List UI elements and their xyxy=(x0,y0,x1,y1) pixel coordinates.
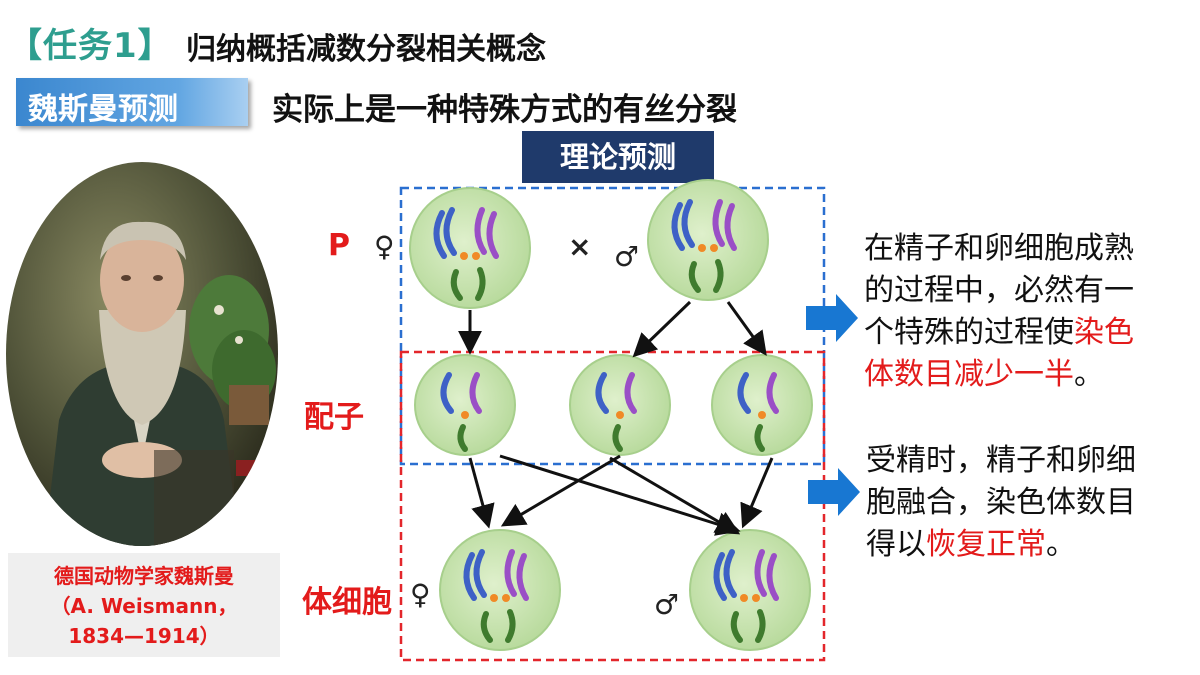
note-line: 体数目减少一半。 xyxy=(864,357,1104,392)
sperm-cell xyxy=(570,355,670,455)
note-fertilization: 受精时，精子和卵细 胞融合，染色体数目 得以恢复正常。 xyxy=(866,440,1200,566)
note-gamete-reduction: 在精子和卵细胞成熟 的过程中，必然有一 个特殊的过程使染色 体数目减少一半。 xyxy=(864,228,1200,396)
note-arrow-icon xyxy=(808,468,860,516)
weismann-portrait xyxy=(6,162,278,546)
female-parent-cell xyxy=(410,188,530,308)
note-line: 胞融合，染色体数目 xyxy=(866,485,1136,520)
cross-symbol: × xyxy=(568,230,592,263)
sperm-cell xyxy=(712,355,812,455)
caption-line: （A. Weismann， xyxy=(50,594,238,618)
male-parent-cell xyxy=(648,180,768,300)
section-badge-label: 魏斯曼预测 xyxy=(28,92,178,127)
note-line: 得以恢复正常。 xyxy=(866,527,1076,562)
female-symbol: ♀ xyxy=(410,578,431,611)
male-symbol: ♂ xyxy=(654,588,680,621)
note-line: 受精时，精子和卵细 xyxy=(866,443,1136,478)
note-line: 的过程中，必然有一 xyxy=(864,273,1134,308)
lineage-arrows xyxy=(458,300,774,536)
male-symbol: ♂ xyxy=(614,240,640,273)
plant-decoration xyxy=(189,275,276,425)
section-subtitle: 实际上是一种特殊方式的有丝分裂 xyxy=(272,92,737,128)
task-title: 归纳概括减数分裂相关概念 xyxy=(186,32,546,67)
male-somatic-cell xyxy=(690,530,810,650)
row-label-gametes: 配子 xyxy=(304,400,364,435)
female-symbol: ♀ xyxy=(374,230,395,263)
row-label-somatic: 体细胞 xyxy=(302,585,392,620)
section-badge xyxy=(16,78,248,126)
egg-cell xyxy=(415,355,515,455)
portrait-caption: 德国动物学家魏斯曼 （A. Weismann， 1834—1914） xyxy=(8,553,280,657)
diagram-title: 理论预测 xyxy=(522,131,714,183)
row-label-parent: P xyxy=(328,228,350,263)
female-somatic-cell xyxy=(440,530,560,650)
note-line: 在精子和卵细胞成熟 xyxy=(864,231,1134,266)
note-arrow-icon xyxy=(806,294,858,342)
caption-line: 1834—1914） xyxy=(68,624,220,648)
gamete-somatic-box xyxy=(399,350,826,662)
note-line: 个特殊的过程使染色 xyxy=(864,315,1134,350)
caption-line: 德国动物学家魏斯曼 xyxy=(54,564,234,588)
task-tag: 【任务1】 xyxy=(8,26,173,66)
